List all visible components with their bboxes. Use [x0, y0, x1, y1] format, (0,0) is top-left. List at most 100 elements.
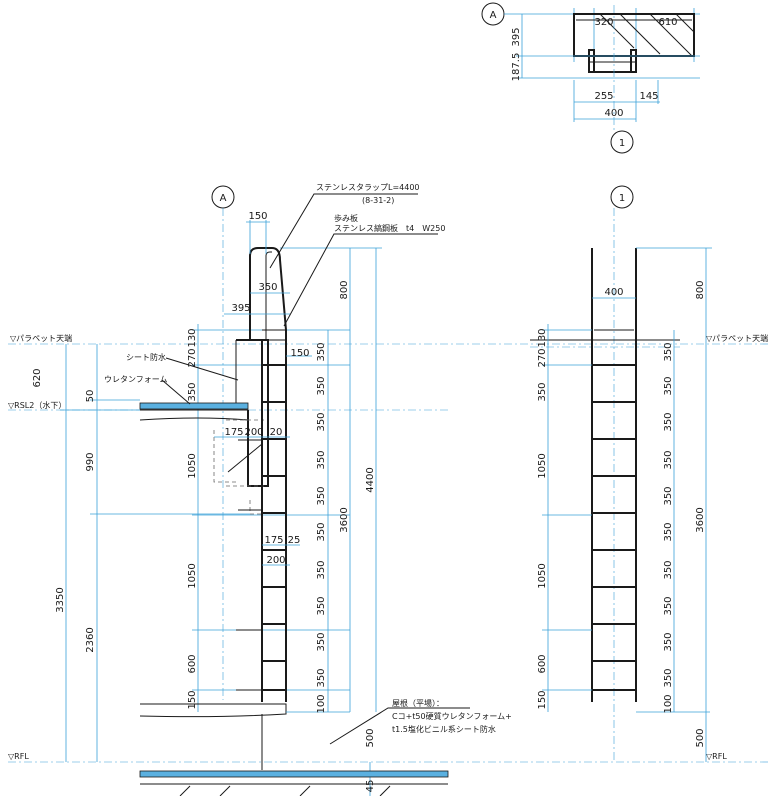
side-elevation: A 620 50 990 3350 2360 130 270 350 1050 …: [32, 183, 512, 796]
elev-top-395: 395: [231, 303, 250, 314]
elev-dim-990: 990: [85, 452, 96, 471]
plan-dim-255: 255: [594, 91, 613, 102]
elev-brackets: [236, 439, 262, 691]
elev-right-3600: 3600: [339, 507, 350, 532]
elev-rung-dim: 350: [316, 596, 327, 615]
elev-dim-2360: 2360: [85, 627, 96, 652]
elev-top-150b: 150: [290, 348, 309, 359]
elev-dim-50: 50: [85, 390, 96, 403]
front-rung-dims: 350 350 350 350 350 350 350 350 350 350 …: [663, 342, 674, 713]
front-rung-dim: 350: [663, 596, 674, 615]
elev-inner-270: 270: [187, 348, 198, 367]
level-parapet: ▽パラペット天端: [10, 333, 72, 343]
section-marker-front: [610, 185, 634, 209]
elev-dim-3350: 3350: [55, 587, 66, 612]
elev-hidden-structure: [213, 419, 264, 515]
level-lines: ▽パラペット天端 ▽RSL2（水下） ▽RFL ▽パラペット天端 ▽RFL: [8, 333, 768, 763]
level-rfl: ▽RFL: [8, 752, 29, 761]
elev-top-150: 150: [248, 211, 267, 222]
rfl-slab: [139, 770, 449, 778]
elev-inner-1050a: 1050: [187, 453, 198, 478]
elev-mid-175b: 175: [264, 535, 283, 546]
elev-mid-200b: 200: [266, 555, 285, 566]
front-rung-dim: 350: [663, 376, 674, 395]
elev-rung-dim: 100: [316, 694, 327, 713]
front-right-500: 500: [695, 728, 706, 747]
plan-detail: A 320 610 395 187.5 255 145 400: [481, 2, 700, 154]
note-roof-line1: Cコ+t50硬質ウレタンフォーム+: [392, 711, 512, 721]
plan-rail-left: [588, 49, 595, 73]
note-roof-line2: t1.5塩化ビニル系シート防水: [392, 724, 496, 734]
front-left-130: 130: [537, 328, 548, 347]
elev-inner-350: 350: [187, 382, 198, 401]
note-strap-ref: (8-31-2): [362, 196, 394, 205]
elev-right-4400: 4400: [365, 467, 376, 492]
note-step-desc: ステンレス縞鋼板 t4 W250: [334, 223, 445, 233]
section-marker-front-label: 1: [619, 193, 625, 204]
section-marker-elevation-label: A: [220, 193, 227, 204]
level-rsl2: ▽RSL2（水下）: [8, 400, 66, 410]
note-step-title: 歩み板: [334, 213, 358, 223]
front-rung-dim: 350: [663, 486, 674, 505]
elev-inner-130: 130: [187, 328, 198, 347]
front-rung-dim: 350: [663, 668, 674, 687]
leader-strap: [269, 193, 418, 269]
plan-rail-right: [630, 49, 637, 73]
elev-rung-dim: 350: [316, 412, 327, 431]
section-marker-plan-label: A: [490, 10, 497, 21]
elev-rung-dims: 350 350 350 350 350 350 350 350 350 350 …: [316, 342, 327, 713]
front-rung-dim: 350: [663, 560, 674, 579]
note-roof-title: 屋根（平場）：: [392, 698, 444, 708]
elev-dim-620: 620: [32, 368, 43, 387]
elev-rung-dim: 350: [316, 376, 327, 395]
elev-mid-200: 200: [244, 427, 263, 438]
leader-step: [283, 233, 438, 327]
elev-rung-dim: 350: [316, 560, 327, 579]
elev-rung-dim: 350: [316, 668, 327, 687]
elev-rung-dim: 350: [316, 486, 327, 505]
plan-dim-610: 610: [658, 17, 677, 28]
elev-inner-150: 150: [187, 690, 198, 709]
elev-top-350: 350: [258, 282, 277, 293]
elev-ground-slab: [139, 703, 287, 718]
note-strap: ステンレスタラップL=4400: [316, 183, 420, 192]
plan-dim-187-5: 187.5: [511, 53, 522, 82]
plan-dim-395: 395: [511, 27, 522, 46]
elev-inner-600: 600: [187, 654, 198, 673]
front-left-270: 270: [537, 348, 548, 367]
elev-rungs: [262, 364, 286, 691]
front-left-150: 150: [537, 690, 548, 709]
elev-roof-slab: [139, 409, 249, 421]
front-rungs: [592, 364, 636, 691]
elev-mid-175: 175: [224, 427, 243, 438]
note-urethane: ウレタンフォーム: [104, 375, 168, 384]
front-rung-dim: 350: [663, 450, 674, 469]
front-right-3600: 3600: [695, 507, 706, 532]
leader-roof: [329, 707, 470, 745]
front-rung-dim: 350: [663, 342, 674, 361]
elev-inner-1050b: 1050: [187, 563, 198, 588]
front-elevation: 1 400 130 270 350: [530, 185, 712, 762]
elev-rung-dim: 350: [316, 342, 327, 361]
plan-dim-320: 320: [594, 17, 613, 28]
elev-mid-20: 20: [270, 427, 283, 438]
elev-rung-dim: 350: [316, 522, 327, 541]
front-left-1050a: 1050: [537, 453, 548, 478]
plan-dim-145: 145: [639, 91, 658, 102]
elev-roof-insulation: [139, 402, 249, 410]
front-top-400: 400: [604, 287, 623, 298]
elev-rung-dim: 350: [316, 632, 327, 651]
level-rfl-right: ▽RFL: [706, 752, 727, 761]
level-parapet-right: ▽パラペット天端: [706, 333, 768, 343]
elev-ladder-rail: [249, 247, 287, 702]
front-rung-dim: 350: [663, 522, 674, 541]
front-left-1050b: 1050: [537, 563, 548, 588]
note-sheet: シート防水: [126, 352, 166, 362]
front-rung-dim: 100: [663, 694, 674, 713]
elev-right-800: 800: [339, 280, 350, 299]
elev-right-500: 500: [365, 728, 376, 747]
elev-rung-dim: 350: [316, 450, 327, 469]
front-left-350: 350: [537, 382, 548, 401]
front-rung-dim: 350: [663, 412, 674, 431]
